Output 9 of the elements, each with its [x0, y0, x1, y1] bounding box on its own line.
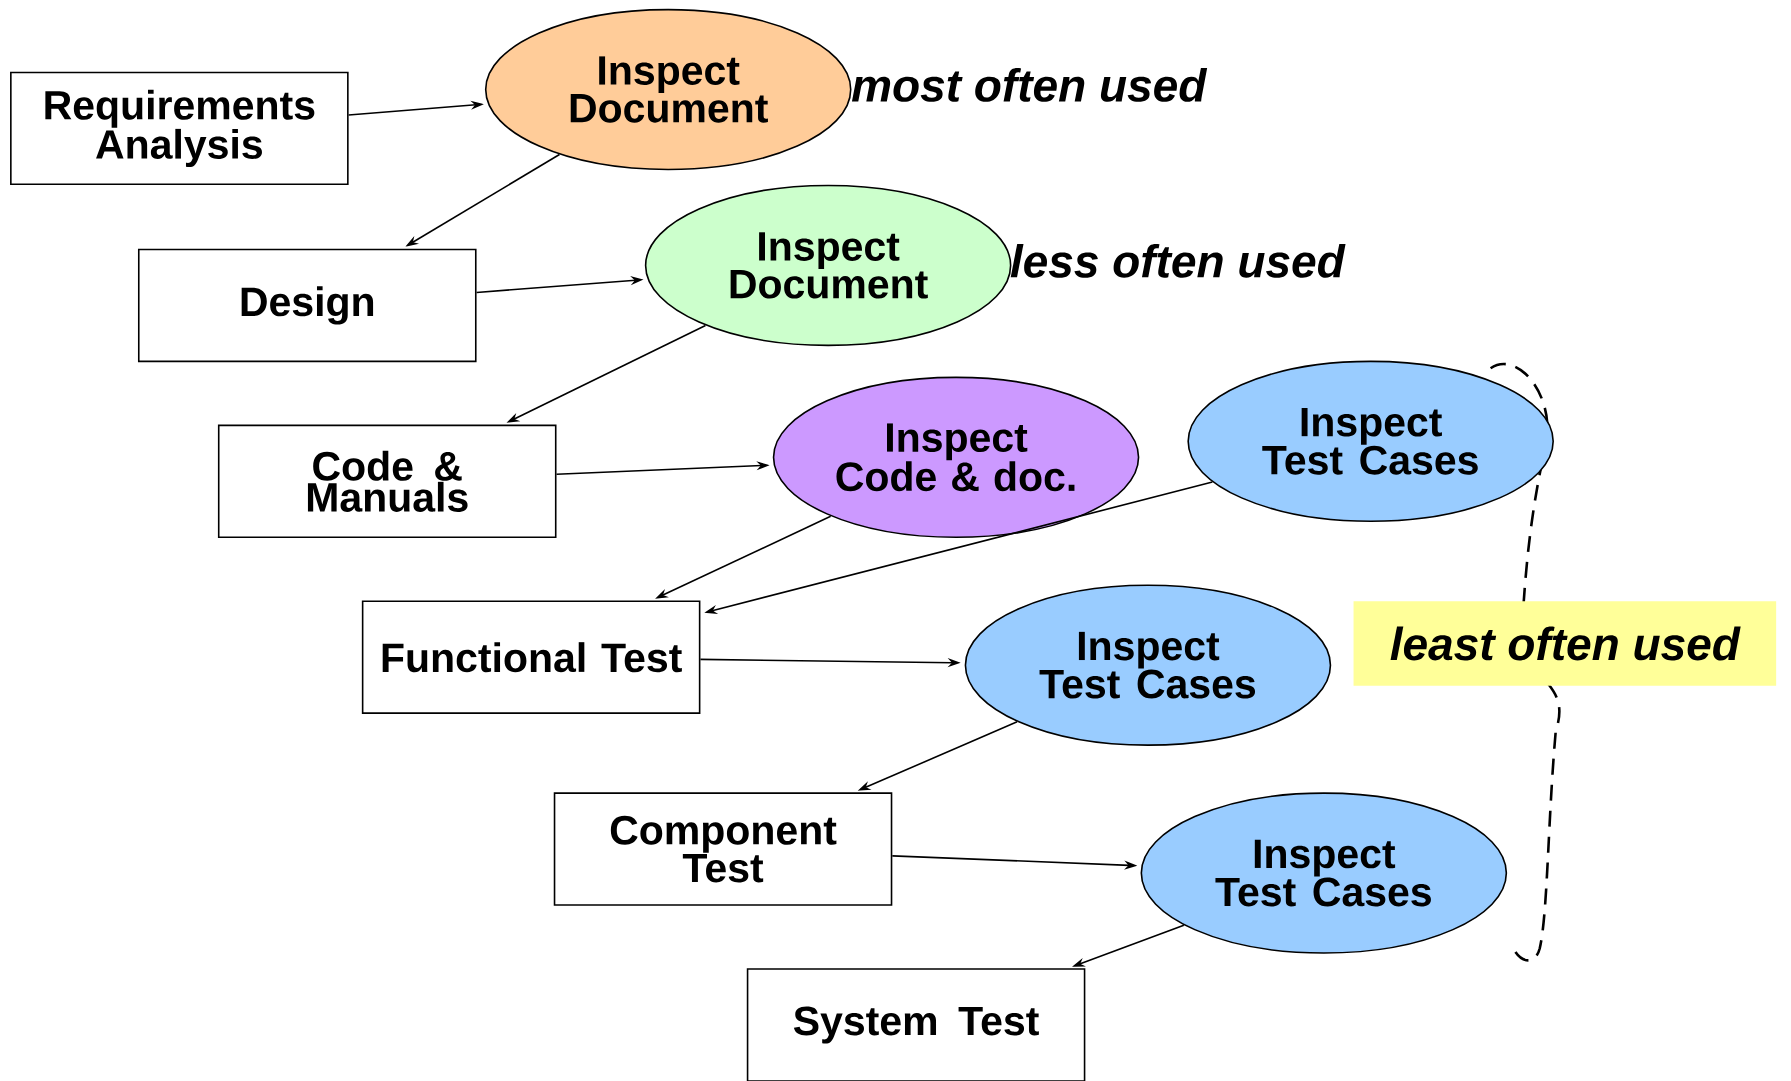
- beside-label: most often used: [851, 68, 1208, 102]
- process-box: Code & Manuals: [217, 424, 557, 539]
- process-box: Functional Test: [361, 600, 701, 714]
- process-box: Component Test: [553, 792, 893, 906]
- highlighted-note: least often used: [1353, 601, 1777, 686]
- process-box: System Test: [746, 968, 1086, 1081]
- process-box: Requirements Analysis: [10, 71, 349, 186]
- beside-label: less often used: [1010, 244, 1346, 278]
- process-box: Design: [137, 248, 477, 363]
